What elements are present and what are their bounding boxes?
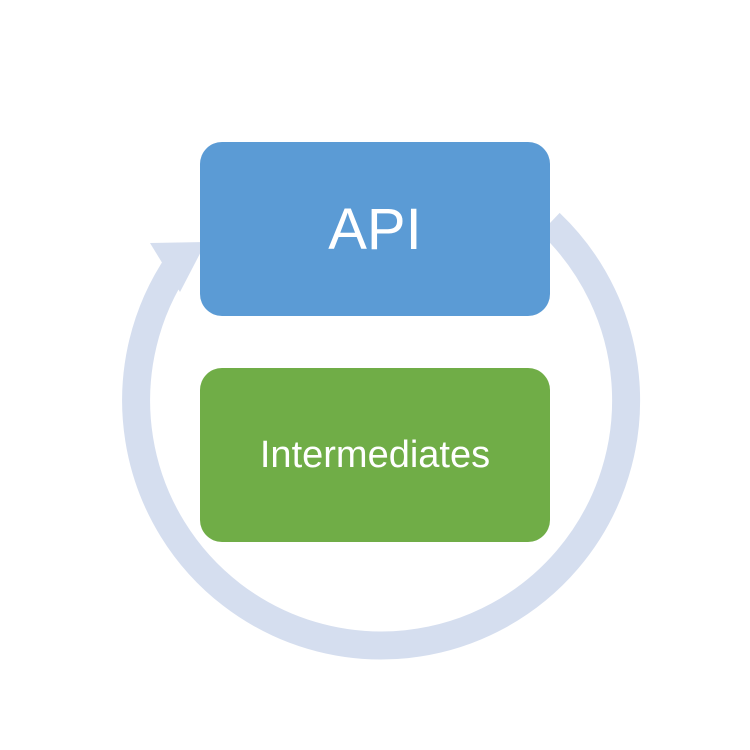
cycle-arrowhead bbox=[150, 242, 206, 292]
intermediates-box: Intermediates bbox=[200, 368, 550, 542]
cycle-arrow-ring bbox=[122, 212, 641, 660]
api-label: API bbox=[328, 196, 422, 262]
api-box: API bbox=[200, 142, 550, 316]
intermediates-label: Intermediates bbox=[259, 433, 491, 476]
